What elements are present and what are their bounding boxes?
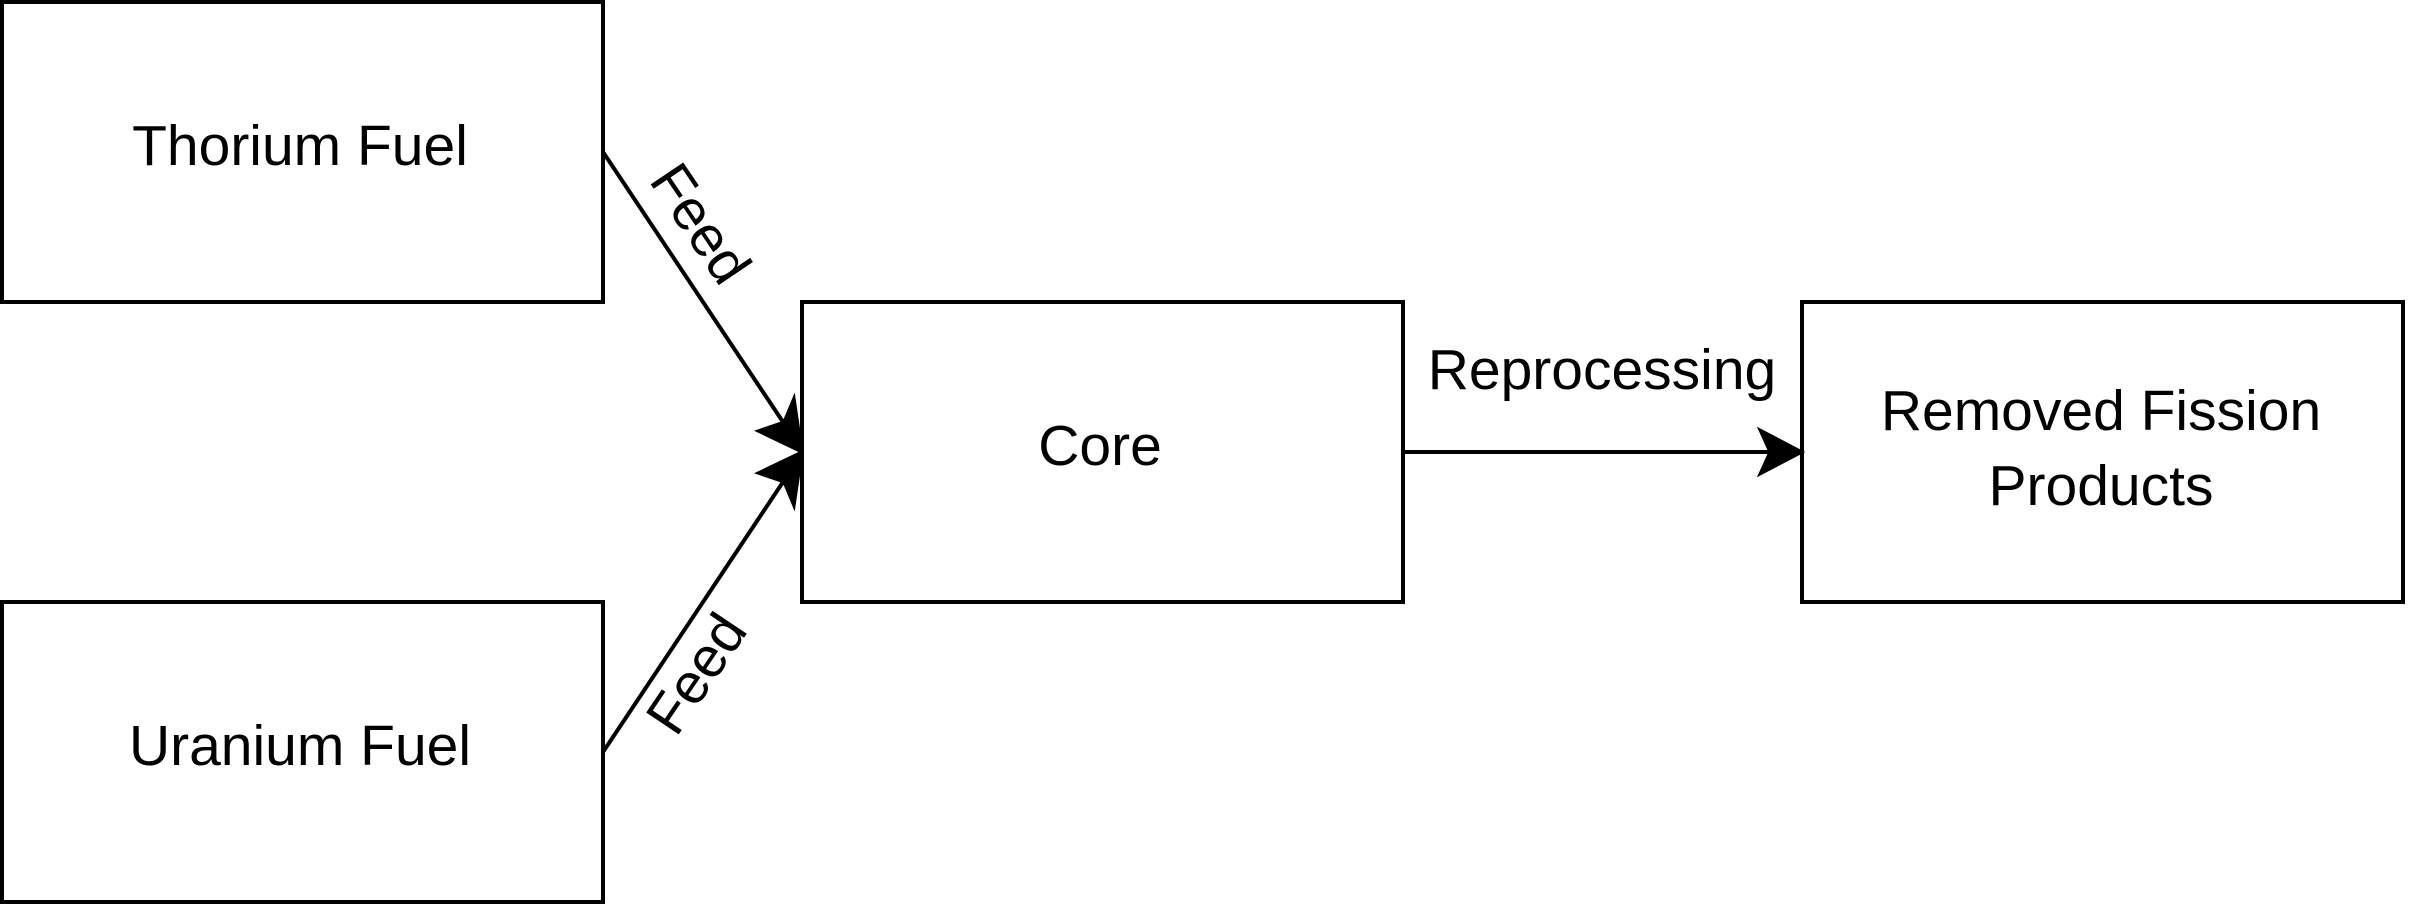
edge-uranium-to-core-arrowhead: [754, 449, 804, 512]
edge-core-to-removed: Reprocessing: [1403, 338, 1806, 478]
edge-uranium-to-core: Feed: [601, 449, 804, 754]
node-removed-fission-products-label-line2: Products: [1989, 454, 2214, 518]
node-thorium-fuel-label: Thorium Fuel: [132, 114, 468, 178]
node-uranium-fuel: Uranium Fuel: [0, 600, 605, 904]
edge-thorium-to-core-arrowhead: [754, 392, 804, 455]
node-removed-fission-products-box: [1800, 300, 2405, 604]
edge-core-to-removed-arrowhead: [1756, 426, 1806, 478]
node-uranium-fuel-box: [0, 600, 605, 904]
edge-thorium-to-core-label: Feed: [637, 152, 763, 295]
node-removed-fission-products: Removed Fission Products: [1800, 300, 2405, 604]
node-core-box: [800, 300, 1405, 604]
node-core-label: Core: [1038, 414, 1162, 478]
edge-thorium-to-core-line: [601, 150, 791, 433]
node-removed-fission-products-label-line1: Removed Fission: [1881, 379, 2321, 443]
edge-uranium-to-core-line: [601, 471, 791, 754]
edge-thorium-to-core: Feed: [601, 150, 804, 455]
node-thorium-fuel: Thorium Fuel: [0, 0, 605, 304]
node-thorium-fuel-box: [0, 0, 605, 304]
node-uranium-fuel-label: Uranium Fuel: [129, 714, 471, 778]
edge-core-to-removed-label: Reprocessing: [1428, 338, 1777, 402]
node-core: Core: [800, 300, 1405, 604]
